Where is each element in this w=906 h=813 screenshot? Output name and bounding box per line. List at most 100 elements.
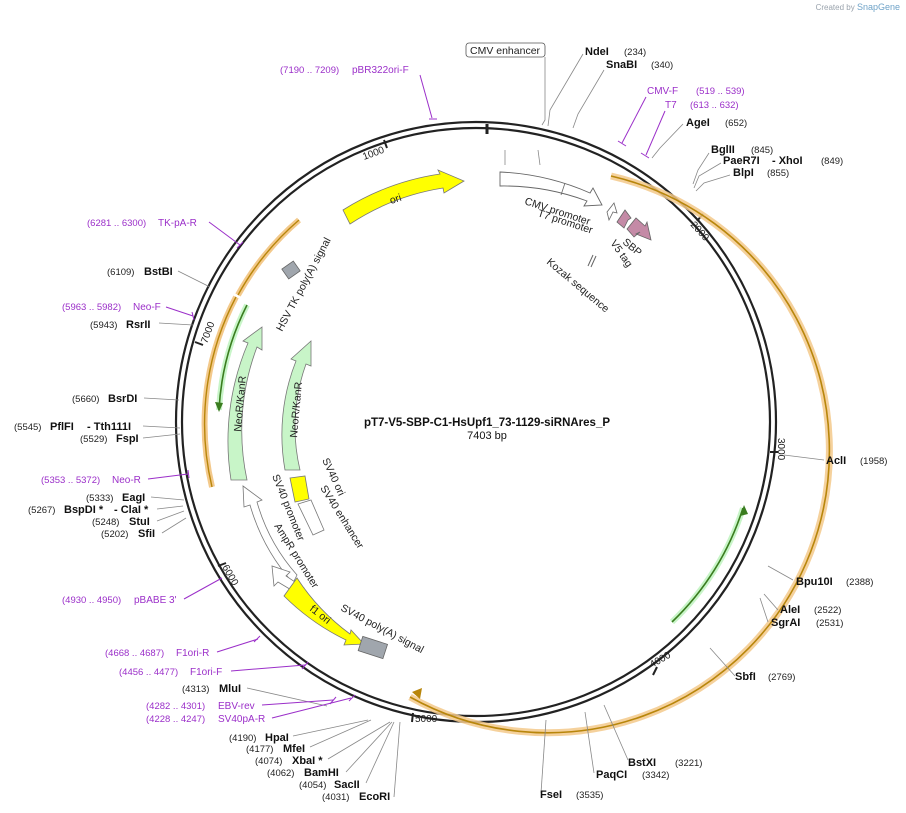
enzyme-XbaI-pos: (4074) (255, 756, 282, 767)
primer-sv40pa-r: SV40pA-R (218, 714, 265, 725)
enzyme-labels: NdeI (234) SnaBI (340) AgeI (652) BglII … (14, 46, 887, 803)
enzyme-EcoRI-pos: (4031) (322, 792, 349, 803)
snapgene-credit: Created by SnapGene (815, 2, 900, 12)
enzyme-FseI-pos: (3535) (576, 790, 603, 801)
enzyme-BstXI: BstXI (628, 757, 656, 769)
tick-label-7000: 1000 (361, 145, 386, 163)
primer-pbr322ori-f-pos: (7190 .. 7209) (280, 65, 339, 76)
left-orf-arcs (201, 217, 301, 488)
enzyme-AgeI: AgeI (686, 117, 710, 129)
primer-pbabe-3-pos: (4930 .. 4950) (62, 595, 121, 606)
enzyme-AclI: AclI (826, 455, 846, 467)
primer-f1ori-r-pos: (4668 .. 4687) (105, 648, 164, 659)
primer-neo-f-pos: (5963 .. 5982) (62, 302, 121, 313)
primer-tk-pa-r-pos: (6281 .. 6300) (87, 218, 146, 229)
enzyme-PaqCI: PaqCI (596, 769, 627, 781)
enzyme-EagI-pos: (5333) (86, 493, 113, 504)
tick-label-4000: 5000 (415, 714, 438, 725)
enzyme-SgrAI-pos: (2531) (816, 618, 843, 629)
snapgene-logo: SnapGene (856, 2, 900, 12)
neokanr-inner-label: NeoR/KanR (288, 381, 305, 438)
enzyme-BstBI-pos: (6109) (107, 267, 134, 278)
enzyme-PflFI: PflFI (50, 421, 74, 433)
primer-ebv-rev: EBV-rev (218, 701, 255, 712)
neokanr-outer-label: NeoR/KanR (232, 375, 249, 432)
enzyme-Bpu10I: Bpu10I (796, 576, 833, 588)
feature-neokanr-outer: NeoR/KanR (227, 326, 263, 481)
enzyme-PaqCI-pos: (3342) (642, 770, 669, 781)
enzyme-EcoRI: EcoRI (359, 791, 390, 803)
enzyme-SgrAI: SgrAI (771, 617, 800, 629)
enzyme-MluI: MluI (219, 683, 241, 695)
enzyme-MluI-pos: (4313) (182, 684, 209, 695)
feature-ori: ori (342, 169, 465, 225)
primer-tk-pa-r: TK-pA-R (158, 218, 197, 229)
enzyme-MfeI-pos: (4177) (246, 744, 273, 755)
insert-orf-arc (408, 172, 833, 737)
enzyme-FseI: FseI (540, 789, 562, 801)
enzyme-BamHI-pos: (4062) (267, 768, 294, 779)
primer-cmv-f-pos: (519 .. 539) (696, 86, 745, 97)
enzyme-BstXI-pos: (3221) (675, 758, 702, 769)
enzyme-PaeR7I: PaeR7I (723, 155, 760, 167)
enzyme-BspDI: BspDI * (64, 504, 104, 516)
enzyme-BlpI-pos: (855) (767, 168, 789, 179)
primer-f1ori-f-pos: (4456 .. 4477) (119, 667, 178, 678)
primer-ebv-rev-pos: (4282 .. 4301) (146, 701, 205, 712)
cmv-enhancer-label: CMV enhancer (470, 45, 541, 57)
enzyme-BsrDI: BsrDI (108, 393, 137, 405)
enzyme-RsrII-pos: (5943) (90, 320, 117, 331)
enzyme-SbfI-pos: (2769) (768, 672, 795, 683)
primer-connectors (147, 74, 666, 719)
primer-cmv-f: CMV-F (647, 86, 678, 97)
enzyme-MfeI: MfeI (283, 743, 305, 755)
enzyme-SacII: SacII (334, 779, 360, 791)
ori-label: ori (388, 192, 403, 207)
enzyme-Bpu10I-pos: (2388) (846, 577, 873, 588)
enzyme-RsrII: RsrII (126, 319, 150, 331)
feature-cmv-enhancer: CMV enhancer (465, 42, 546, 166)
enzyme-BglII-pos: (845) (751, 145, 773, 156)
enzyme-EagI: EagI (122, 492, 145, 504)
primer-f1ori-r: F1ori-R (176, 648, 209, 659)
enzyme-NdeI: NdeI (585, 46, 609, 58)
feature-hsv-tk-polya: HSV TK poly(A) signal (274, 236, 334, 334)
primer-labels: (7190 .. 7209) pBR322ori-F CMV-F (519 ..… (41, 65, 745, 725)
enzyme-HpaI: HpaI (265, 732, 289, 744)
enzyme-ClaI: - ClaI * (114, 504, 149, 516)
enzyme-StuI-pos: (5248) (92, 517, 119, 528)
enzyme-NdeI-pos: (234) (624, 47, 646, 58)
primer-sv40pa-r-pos: (4228 .. 4247) (146, 714, 205, 725)
enzyme-BglII: BglII (711, 144, 735, 156)
enzyme-HpaI-pos: (4190) (229, 733, 256, 744)
enzyme-SfiI-pos: (5202) (101, 529, 128, 540)
primer-f1ori-f: F1ori-F (190, 667, 222, 678)
enzyme-BlpI: BlpI (733, 167, 754, 179)
kozak-label: Kozak sequence (544, 256, 611, 315)
enzyme-FspI-pos: (5529) (80, 434, 107, 445)
primer-pbr322ori-f: pBR322ori-F (352, 65, 409, 76)
enzyme-BspDI-pos: (5267) (28, 505, 55, 516)
enzyme-SacII-pos: (4054) (299, 780, 326, 791)
enzyme-SnaBI: SnaBI (606, 59, 637, 71)
enzyme-StuI: StuI (129, 516, 150, 528)
green-orf-arc (669, 505, 748, 625)
enzyme-SfiI: SfiI (138, 528, 155, 540)
plasmid-length: 7403 bp (467, 430, 507, 442)
enzyme-AleI: AleI (780, 604, 800, 616)
enzyme-AleI-pos: (2522) (814, 605, 841, 616)
feature-kozak: Kozak sequence (544, 254, 611, 315)
enzyme-AclI-pos: (1958) (860, 456, 887, 467)
enzyme-SbfI: SbfI (735, 671, 756, 683)
enzyme-FspI: FspI (116, 433, 139, 445)
primer-t7-pos: (613 .. 632) (690, 100, 739, 111)
plasmid-name: pT7-V5-SBP-C1-HsUpf1_73-1129-siRNAres_P (364, 417, 610, 429)
enzyme-SnaBI-pos: (340) (651, 60, 673, 71)
label-connectors (142, 53, 825, 798)
primer-t7: T7 (665, 100, 677, 111)
feature-cmv-promoter (499, 171, 603, 207)
enzyme-AgeI-pos: (652) (725, 118, 747, 129)
primer-neo-r-pos: (5353 .. 5372) (41, 475, 100, 486)
enzyme-BsrDI-pos: (5660) (72, 394, 99, 405)
